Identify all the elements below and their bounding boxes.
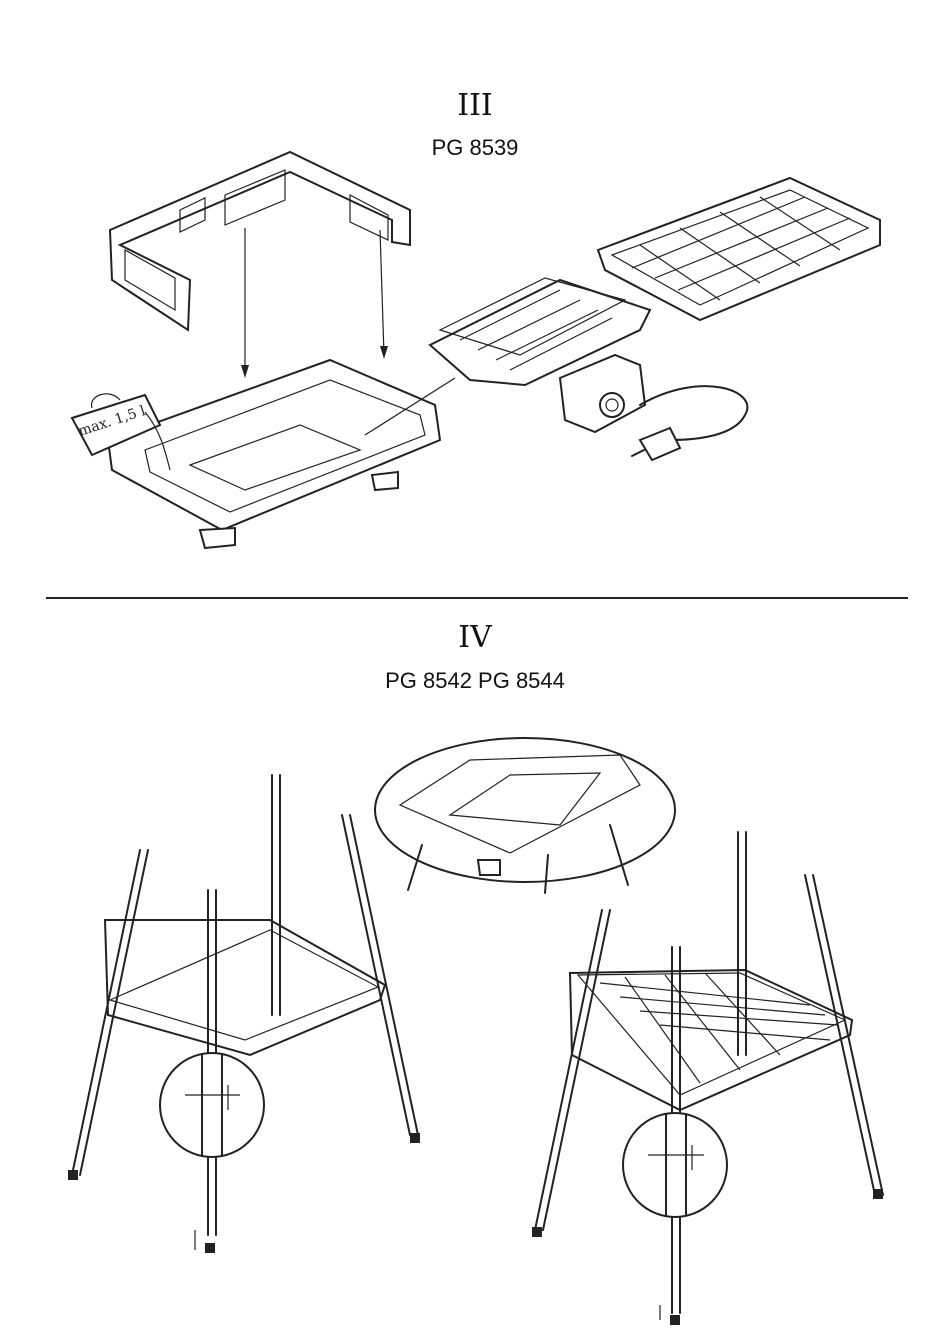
exploded-grill-diagram: max. 1,5 l <box>0 150 950 570</box>
arrow-right <box>380 230 384 355</box>
windshield <box>110 152 410 330</box>
thermostat <box>560 355 747 460</box>
grill-base <box>108 360 440 548</box>
grill-rack <box>598 178 880 320</box>
detail-inset <box>375 738 675 893</box>
section-iv-numeral: IV <box>0 620 950 655</box>
section-iv-models: PG 8542 PG 8544 <box>0 668 950 694</box>
section-iii-numeral: III <box>0 88 950 123</box>
stand-left <box>68 775 420 1253</box>
section-divider <box>46 597 908 599</box>
stand-assembly-diagram <box>0 715 950 1325</box>
stand-right <box>532 832 883 1325</box>
